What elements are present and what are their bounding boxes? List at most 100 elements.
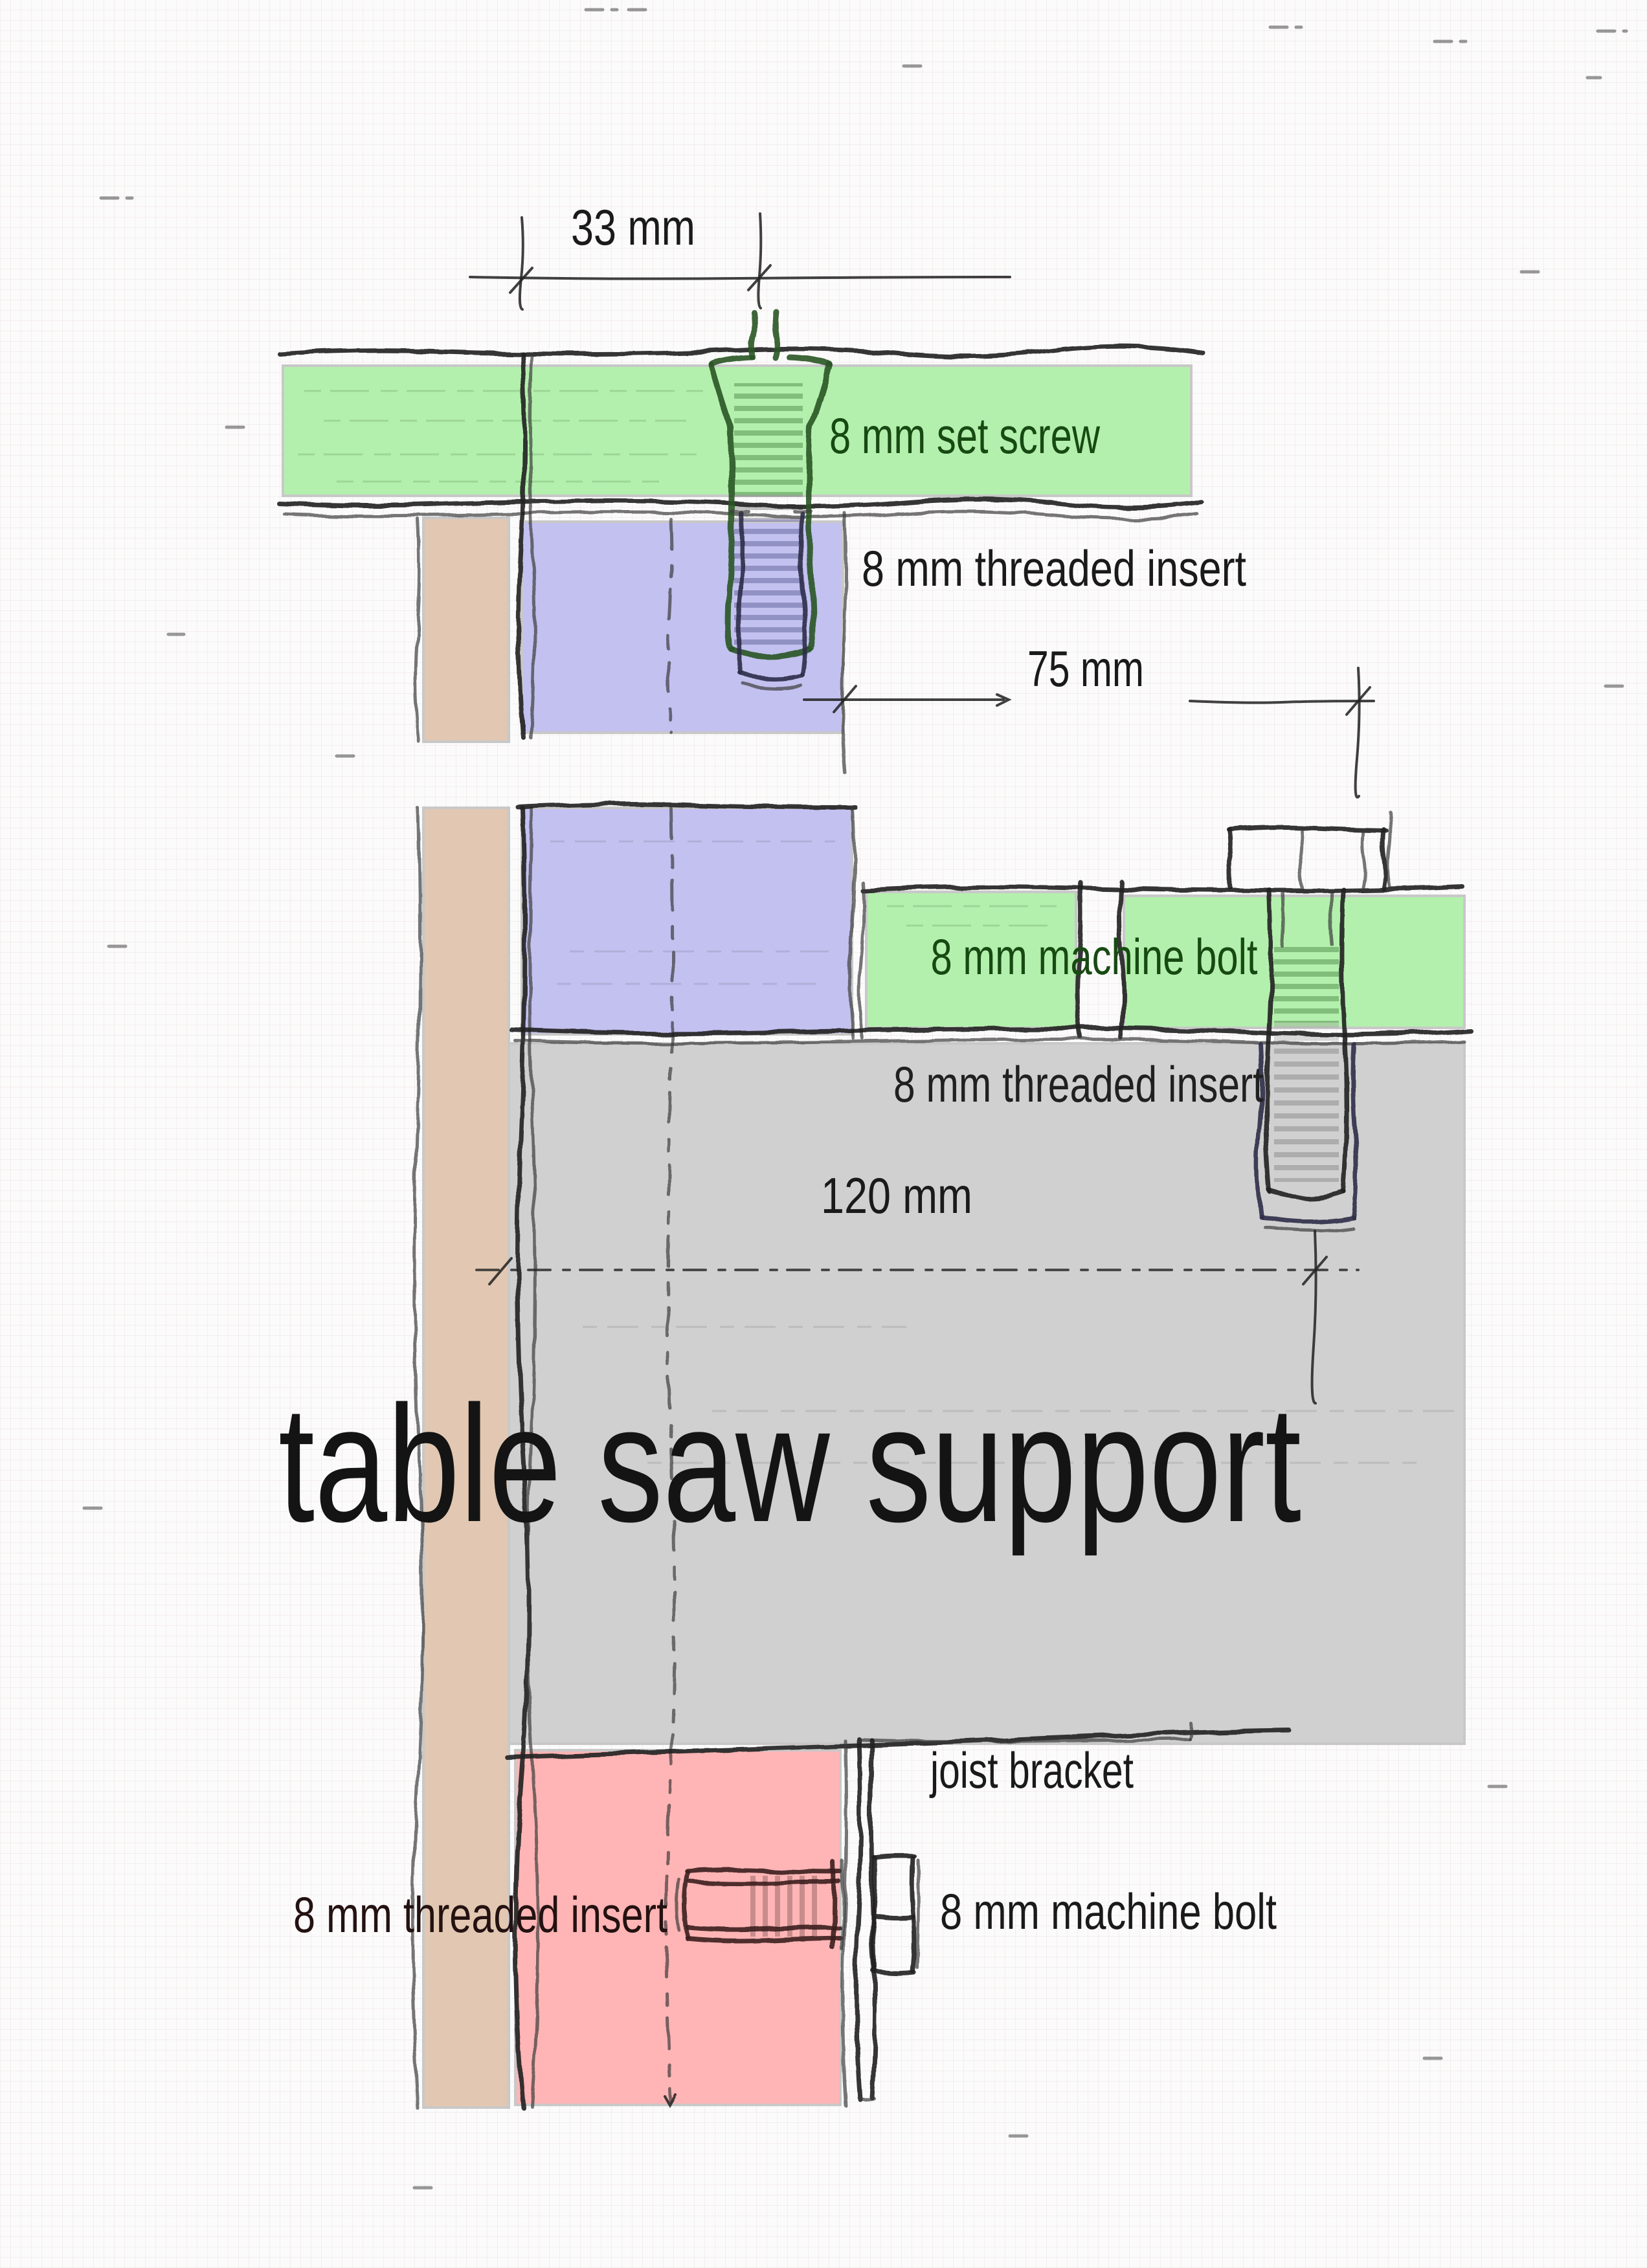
top-stud-left-edge <box>413 517 421 744</box>
bolt-shaft-right <box>1339 887 1349 1194</box>
bracket-plate-left <box>853 1737 863 2102</box>
bolt-shank-left <box>1281 888 1286 948</box>
bottom-insert-left-cap <box>682 1870 691 1940</box>
bottom-insert-bottom <box>685 1935 843 1944</box>
bottom-insert-top <box>685 1867 843 1874</box>
dim-75mm-label: 75 mm <box>1027 640 1144 697</box>
set-screw-head-top-left <box>709 355 756 368</box>
bolt-shaft-left <box>1264 887 1273 1195</box>
top-joist-left-edge <box>516 351 527 740</box>
top-threaded-insert-drawing <box>730 509 813 690</box>
dim-33mm-line <box>469 276 1011 280</box>
dim-33mm-label: 33 mm <box>571 199 695 256</box>
mid-joist-seam-line <box>664 806 677 2104</box>
dim-120mm-tick-right <box>1310 1230 1317 1405</box>
bolt-shank-right <box>1329 888 1334 947</box>
mid-machine-bolt-label: 8 mm machine bolt <box>931 928 1258 985</box>
dim-75mm-arrowhead <box>996 693 1012 707</box>
set-screw-threads-lower <box>734 519 803 649</box>
top-insert-right <box>798 511 808 676</box>
top-stud-tan-overlay <box>422 517 510 743</box>
bottom-insert-flange-2 <box>840 1859 845 1951</box>
bolt-head-left <box>1226 827 1234 891</box>
mid-joist-purple-overlay <box>521 806 853 1036</box>
top-board-top-line <box>277 344 1205 359</box>
bottom-bolt-head-bottom <box>871 1968 916 1976</box>
color-overlays <box>282 364 1466 2109</box>
bolt-tip <box>1267 1188 1346 1200</box>
mid-board-left-end <box>857 880 865 1040</box>
bottom-insert-top-2 <box>688 1879 842 1886</box>
support-bottom-line <box>504 1728 1292 1760</box>
scan-specks <box>82 8 1628 2190</box>
top-board-bottom-line-2 <box>282 509 1200 521</box>
bottom-bolt-head-right <box>909 1854 917 1973</box>
bracket-flange-line <box>860 1737 1192 1744</box>
bottom-threaded-insert-drawing <box>675 1859 845 1951</box>
mid-board-joint-left <box>1075 880 1084 1040</box>
machine-bolt-threads-lower <box>1274 1046 1339 1182</box>
mid-board-top-line <box>859 884 1465 893</box>
top-joist-right-edge <box>840 511 848 775</box>
set-screw-body-left <box>708 362 735 652</box>
mid-insert-bottom-2 <box>1262 1225 1354 1233</box>
top-insert-left <box>736 511 745 676</box>
set-screw-slot-left <box>748 308 757 361</box>
bottom-bolt-head-edge-2 <box>915 1858 920 1969</box>
bolt-head-right <box>1380 827 1388 891</box>
mid-threaded-insert-label: 8 mm threaded insert <box>893 1056 1264 1113</box>
bolt-head-facet-1 <box>1297 829 1304 889</box>
top-joist-left-edge-2 <box>528 352 537 740</box>
mid-board-bottom-line <box>509 1026 1472 1037</box>
top-insert-bottom <box>739 671 805 681</box>
bottom-bolt-head-divider <box>871 1913 915 1920</box>
dim-75mm-tick-right <box>1354 667 1361 799</box>
set-screw-body-right <box>805 361 833 651</box>
bottom-threaded-insert-label: 8 mm threaded insert <box>293 1886 667 1943</box>
bottom-insert-flange <box>830 1860 836 1950</box>
dim-33mm-tick-left <box>518 216 524 311</box>
bottom-insert-left-cap-2 <box>675 1878 681 1932</box>
top-insert-bottom-2 <box>742 682 803 690</box>
dim-75mm-slash-left <box>833 685 857 713</box>
mid-board-bottom-line-2 <box>513 1038 1465 1046</box>
dim-120mm-label: 120 mm <box>821 1167 972 1224</box>
top-board-bottom-line <box>276 496 1204 510</box>
machine-bolt-threads-upper <box>1274 942 1339 1023</box>
mid-insert-bottom <box>1258 1214 1356 1225</box>
structural-ink <box>276 344 1472 2111</box>
bracket-flange-stub <box>1188 1722 1194 1741</box>
dim-33mm-tick-right <box>757 212 763 309</box>
bottom-bolt-head-top <box>871 1852 916 1860</box>
mid-board-joint-right <box>1117 878 1126 1040</box>
set-screw-slot-right <box>771 307 780 361</box>
set-screw-threads-upper <box>734 383 803 496</box>
set-screw-label: 8 mm set screw <box>829 407 1101 464</box>
bottom-machine-bolt-label: 8 mm machine bolt <box>940 1883 1277 1940</box>
top-threaded-insert-label: 8 mm threaded insert <box>862 540 1246 597</box>
bracket-plate-bottom <box>857 2095 876 2102</box>
dim-75mm-slash-right <box>1345 686 1371 716</box>
bottom-insert-bottom-2 <box>686 1925 842 1933</box>
mid-stud-left-edge <box>410 806 424 2111</box>
page-title: table saw support <box>278 1372 1301 1557</box>
dim-33mm-slash-right <box>747 264 772 291</box>
joist-bracket-label: joist bracket <box>929 1742 1134 1799</box>
mid-joist-top-line <box>515 802 858 810</box>
dim-33mm-slash-left <box>509 267 533 294</box>
thread-hatching <box>734 383 1339 1937</box>
mid-insert-left <box>1255 1041 1264 1219</box>
seam-end-tick <box>664 2095 678 2109</box>
dim-75mm-line-right <box>1189 700 1375 704</box>
dim-120mm-slash-left <box>488 1257 513 1285</box>
mid-joist-right-edge <box>847 806 856 1040</box>
bolt-head-edge-tall <box>1385 809 1392 891</box>
mid-insert-right <box>1350 1041 1360 1220</box>
mid-stud-tan-overlay <box>422 806 510 2109</box>
dim-120mm-slash-right <box>1302 1256 1328 1285</box>
labels: 33 mm 8 mm set screw 8 mm threaded inser… <box>278 199 1301 1943</box>
dimension-lines <box>469 212 1375 1405</box>
scan-streaks <box>298 390 1457 1464</box>
